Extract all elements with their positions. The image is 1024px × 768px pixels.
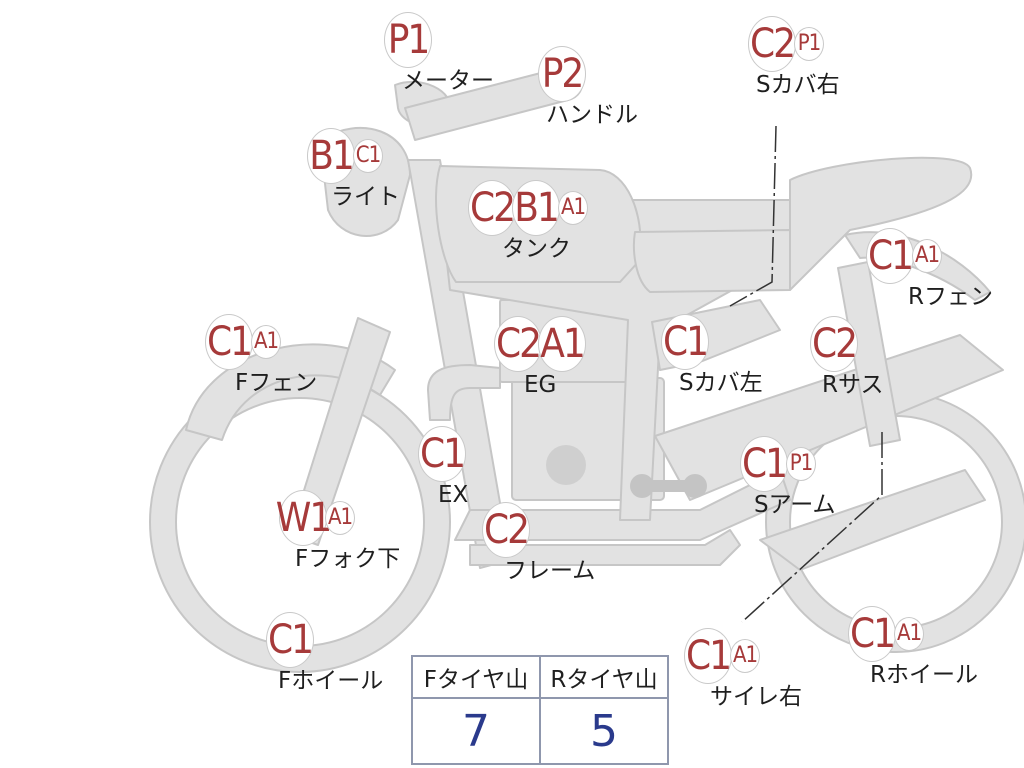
front-tire-value: 7 [411,697,541,765]
badge-row: B1 C1 [307,128,400,184]
rating-badge: C1 [266,612,314,668]
rear-shock-shape [837,261,901,447]
badge-row: C2 B1 A1 [468,180,588,236]
rating-badge: C1 [740,436,788,492]
part-label: EX [438,482,469,508]
part-label: Rホイール [870,662,978,688]
badge-row: W1 A1 [276,490,400,546]
kickstarter-detail [630,474,707,498]
part-label: ライト [331,184,400,210]
rating-badge: C1 [418,426,466,482]
rating-badge: C2 [748,16,796,72]
table-header-row: Fタイヤ山 Rタイヤ山 [411,655,669,699]
rating-badge: C1 [661,314,709,370]
rating-badge: C1 [848,606,896,662]
part-label: Sカバ左 [679,370,763,396]
badge-row: C1 A1 [848,606,978,662]
badge-row: C1 A1 [866,228,993,284]
badge-row: C1 A1 [205,314,317,370]
rating-badge: A1 [538,316,586,372]
part-label: ハンドル [546,102,638,128]
rating-badge: P1 [384,12,432,68]
part-engine: C2 A1 EG [494,316,586,398]
badge-row: C1 A1 [684,628,802,684]
part-front-fender: C1 A1 Fフェン [205,314,317,395]
sub-rating-badge: A1 [912,239,942,273]
sub-rating-badge: P1 [786,447,816,481]
badge-row: C1 [661,314,763,370]
frame-bottom-shape [469,529,741,566]
front-fork-shape [289,317,391,546]
rating-badge: B1 [512,180,560,236]
sub-rating-badge: A1 [325,501,355,535]
part-label: タンク [502,236,571,262]
part-handle: P2 ハンドル [538,46,638,127]
table-value-row: 7 5 [411,697,669,765]
part-rear-suspension: C2 Rサス [810,316,884,397]
tire-tread-table: Fタイヤ山 Rタイヤ山 7 5 [411,655,669,765]
badge-row: C1 [266,612,383,668]
rating-badge: C1 [684,628,732,684]
rear-tire-value: 5 [539,697,669,765]
part-front-wheel: C1 Fホイール [266,612,383,693]
badge-row: P1 [384,12,494,68]
rear-tire-header: Rタイヤ山 [539,655,669,699]
sub-rating-badge: A1 [251,325,281,359]
part-meter: P1 メーター [384,12,494,93]
part-label: Sアーム [754,492,836,518]
badge-row: C2 A1 [494,316,586,372]
seat-hump-shape [789,156,973,291]
part-label: Fフォク下 [295,546,401,572]
silencer-shape [759,469,986,571]
part-silencer-right: C1 A1 サイレ右 [684,628,802,709]
engine-cover-detail [546,445,586,485]
part-label: Rフェン [908,284,993,310]
part-tank: C2 B1 A1 タンク [468,180,588,261]
part-exhaust: C1 EX [418,426,468,507]
part-label: フレーム [504,558,596,584]
part-label: Fホイール [278,668,384,694]
badge-row: P2 [538,46,638,102]
seat-shape [632,229,791,293]
sub-rating-badge: A1 [730,639,760,673]
rating-badge: C2 [468,180,516,236]
silencer-right-leader [741,432,883,623]
rating-badge: W1 [276,490,332,546]
part-rear-wheel: C1 A1 Rホイール [848,606,978,687]
rating-badge: B1 [307,128,355,184]
part-rear-fender: C1 A1 Rフェン [866,228,993,309]
badge-row: C2 P1 [748,16,840,72]
side-cover-right-leader [729,125,777,307]
part-label: Sカバ右 [756,72,840,98]
part-label: サイレ右 [710,684,802,710]
part-side-cover-right: C2 P1 Sカバ右 [748,16,840,97]
part-label: Rサス [822,372,884,398]
sub-rating-badge: P1 [794,27,824,61]
rating-badge: C2 [494,316,542,372]
part-light: B1 C1 ライト [307,128,400,209]
exhaust-shape [427,364,501,421]
badge-row: C1 [418,426,468,482]
rating-badge: C2 [810,316,858,372]
part-swing-arm: C1 P1 Sアーム [740,436,836,517]
rating-badge: C1 [205,314,253,370]
front-tire-header: Fタイヤ山 [411,655,541,699]
part-label: メーター [402,68,494,94]
part-frame: C2 フレーム [482,502,595,583]
sub-rating-badge: A1 [558,191,588,225]
badge-row: C2 [810,316,884,372]
part-label: EG [524,372,557,398]
part-side-cover-left: C1 Sカバ左 [661,314,763,395]
part-label: Fフェン [235,370,318,396]
badge-row: C2 [482,502,595,558]
badge-row: C1 P1 [740,436,836,492]
rating-badge: P2 [538,46,586,102]
part-front-fork-lower: W1 A1 Fフォク下 [276,490,401,572]
rating-badge: C2 [482,502,530,558]
sub-rating-badge: A1 [894,617,924,651]
rating-badge: C1 [866,228,914,284]
sub-rating-badge: C1 [353,139,383,173]
